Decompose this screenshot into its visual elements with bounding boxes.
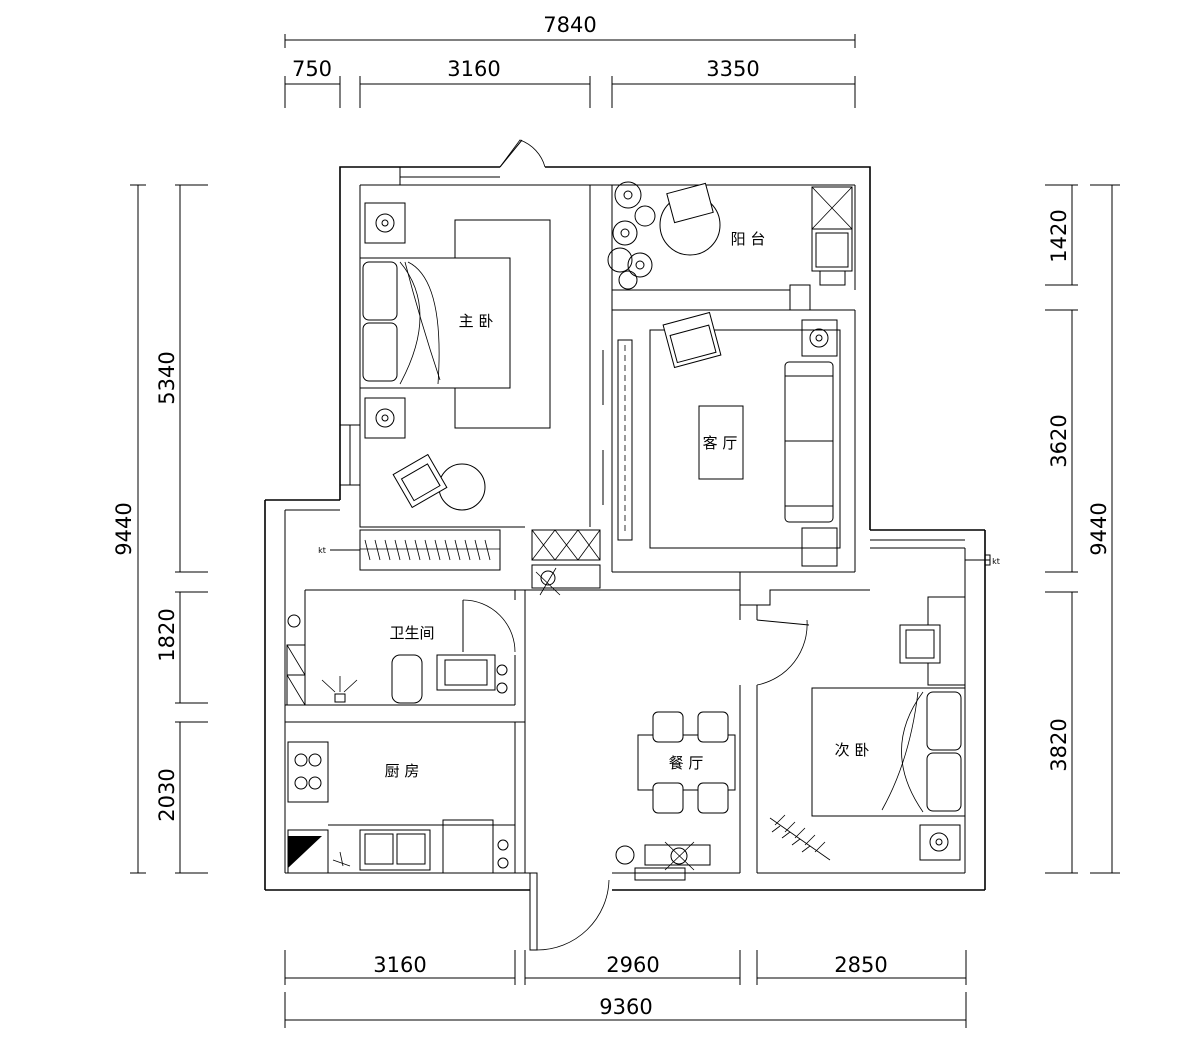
bathroom-furniture <box>286 614 508 706</box>
dim-top-3160: 3160 <box>447 57 500 81</box>
room-label-second-bedroom: 次 卧 <box>835 741 870 759</box>
dim-left-1820: 1820 <box>155 608 179 661</box>
dim-top-3350: 3350 <box>706 57 759 81</box>
dim-right-3820: 3820 <box>1047 718 1071 771</box>
dim-left-2030: 2030 <box>155 768 179 821</box>
second-bedroom-furniture <box>769 624 966 861</box>
kt-label-right: kt <box>992 557 1000 566</box>
dimension-labels: 7840 750 3160 3350 9440 5340 1820 2030 1… <box>112 13 1111 1019</box>
room-label-living-room: 客 厅 <box>703 434 738 452</box>
dim-bottom-2850: 2850 <box>834 953 887 977</box>
dim-left-total: 9440 <box>112 502 136 555</box>
living-room-furniture <box>602 311 841 567</box>
master-bedroom-furniture <box>359 202 601 596</box>
dim-bottom-2960: 2960 <box>606 953 659 977</box>
ac-markers: kt kt <box>318 546 1000 566</box>
doors <box>462 139 810 951</box>
kitchen-furniture <box>287 741 515 874</box>
walls <box>264 166 986 891</box>
balcony-furniture <box>607 181 853 290</box>
dim-top-750: 750 <box>292 57 332 81</box>
dim-right-3620: 3620 <box>1047 414 1071 467</box>
room-label-master-bedroom: 主 卧 <box>459 312 494 330</box>
kt-label-left: kt <box>318 546 326 555</box>
dim-bottom-total: 9360 <box>599 995 652 1019</box>
dim-bottom-3160: 3160 <box>373 953 426 977</box>
room-label-kitchen: 厨 房 <box>385 762 420 780</box>
dim-top-total: 7840 <box>543 13 596 37</box>
dim-right-1420: 1420 <box>1047 209 1071 262</box>
room-label-balcony: 阳 台 <box>731 230 766 248</box>
dim-left-5340: 5340 <box>155 351 179 404</box>
room-label-dining-room: 餐 厅 <box>669 754 704 772</box>
room-label-bathroom: 卫生间 <box>389 624 434 642</box>
dimension-lines <box>130 34 1120 1028</box>
dining-furniture <box>615 711 736 881</box>
dim-right-total: 9440 <box>1087 502 1111 555</box>
room-labels: 主 卧 阳 台 客 厅 卫生间 厨 房 餐 厅 次 卧 <box>385 230 870 780</box>
